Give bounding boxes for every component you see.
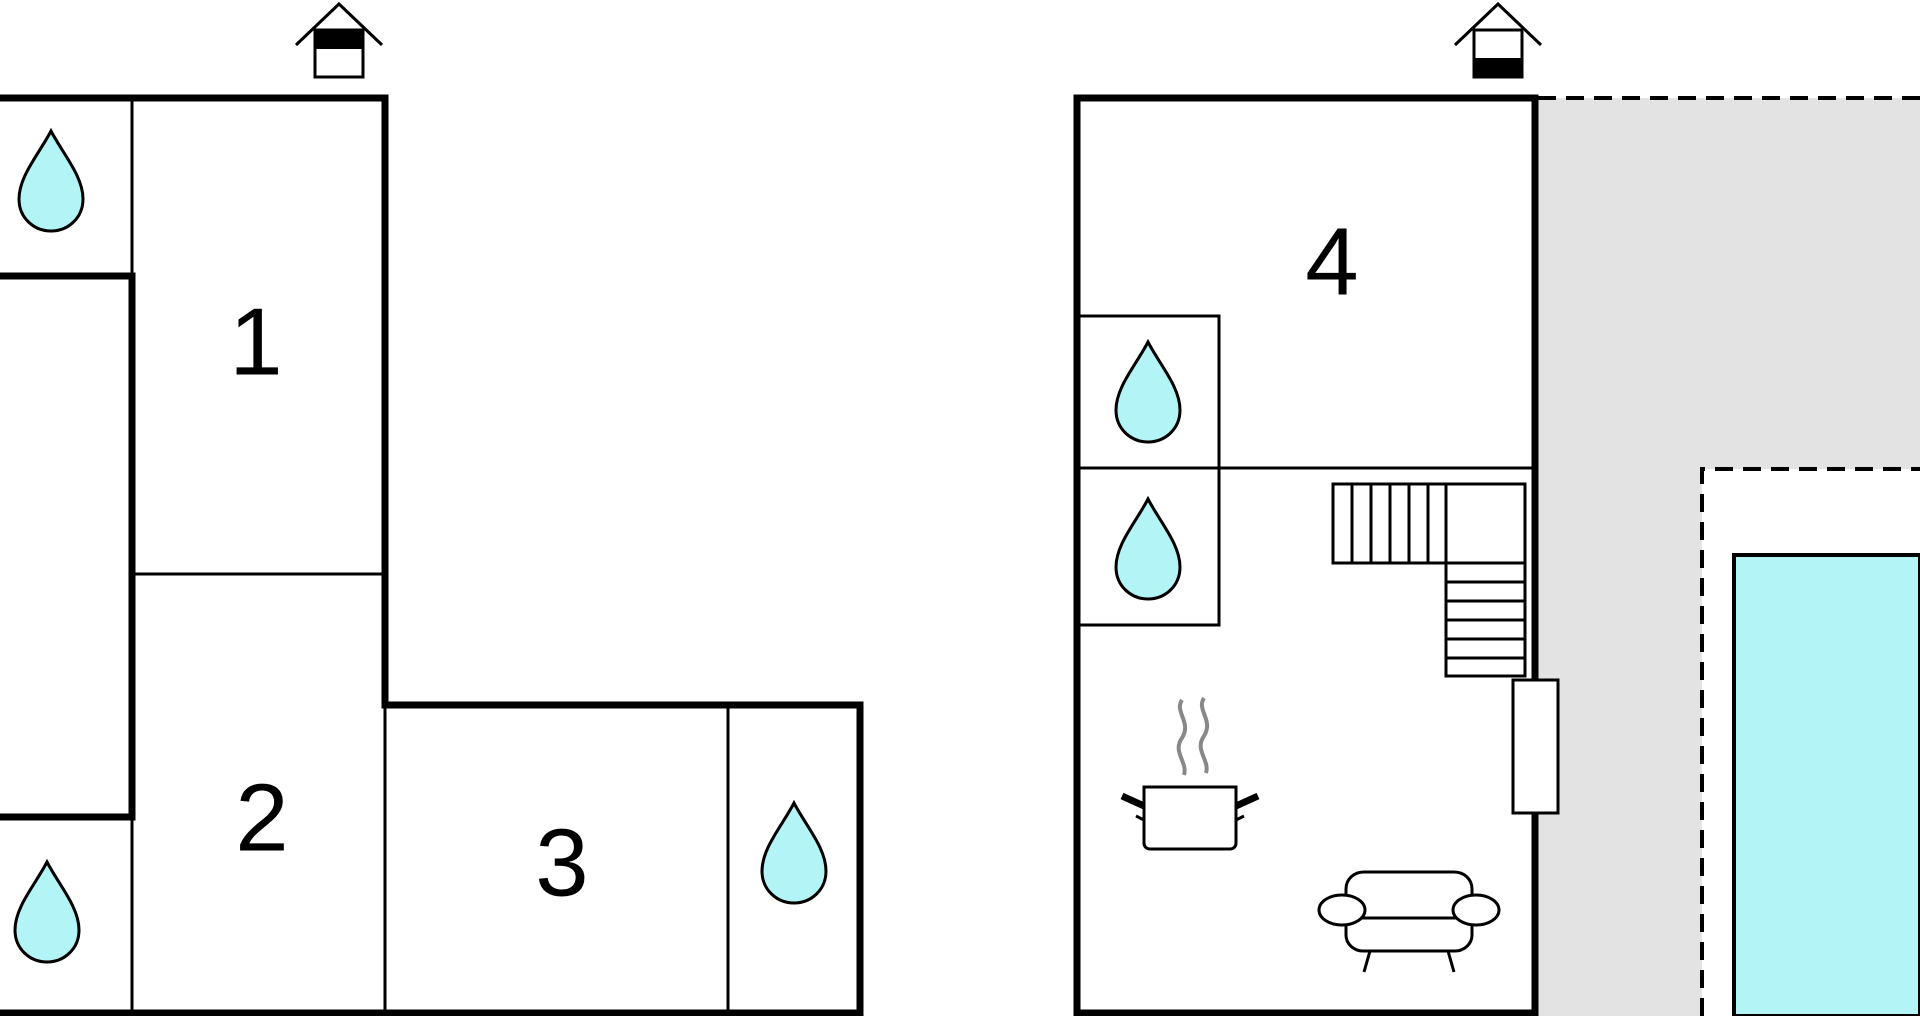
room-3-label: 3	[535, 810, 588, 917]
house-entrance-icon	[294, 1, 384, 79]
cooking-pot-icon	[1120, 696, 1260, 851]
house-entrance-icon	[1453, 1, 1543, 79]
water-drop-icon	[13, 860, 81, 964]
pool-deck-boundary	[1700, 467, 1920, 1016]
water-drop-icon	[760, 801, 828, 905]
room-4-label: 4	[1305, 209, 1358, 316]
wall-door	[1511, 678, 1560, 815]
left-floor-plan: 1 2 3	[0, 1, 864, 1016]
bathroom-lower	[1075, 466, 1221, 627]
water-drop-icon	[17, 129, 85, 233]
staircase-icon	[1331, 482, 1527, 678]
room-1-label: 1	[229, 289, 282, 396]
terrace-and-pool	[1538, 96, 1920, 1016]
room-2-label: 2	[235, 765, 288, 872]
swimming-pool	[1732, 553, 1920, 1016]
left-floor-inner-wall	[0, 272, 136, 821]
sofa-icon	[1317, 870, 1501, 973]
right-floor-plan: 4	[1073, 1, 1560, 1016]
